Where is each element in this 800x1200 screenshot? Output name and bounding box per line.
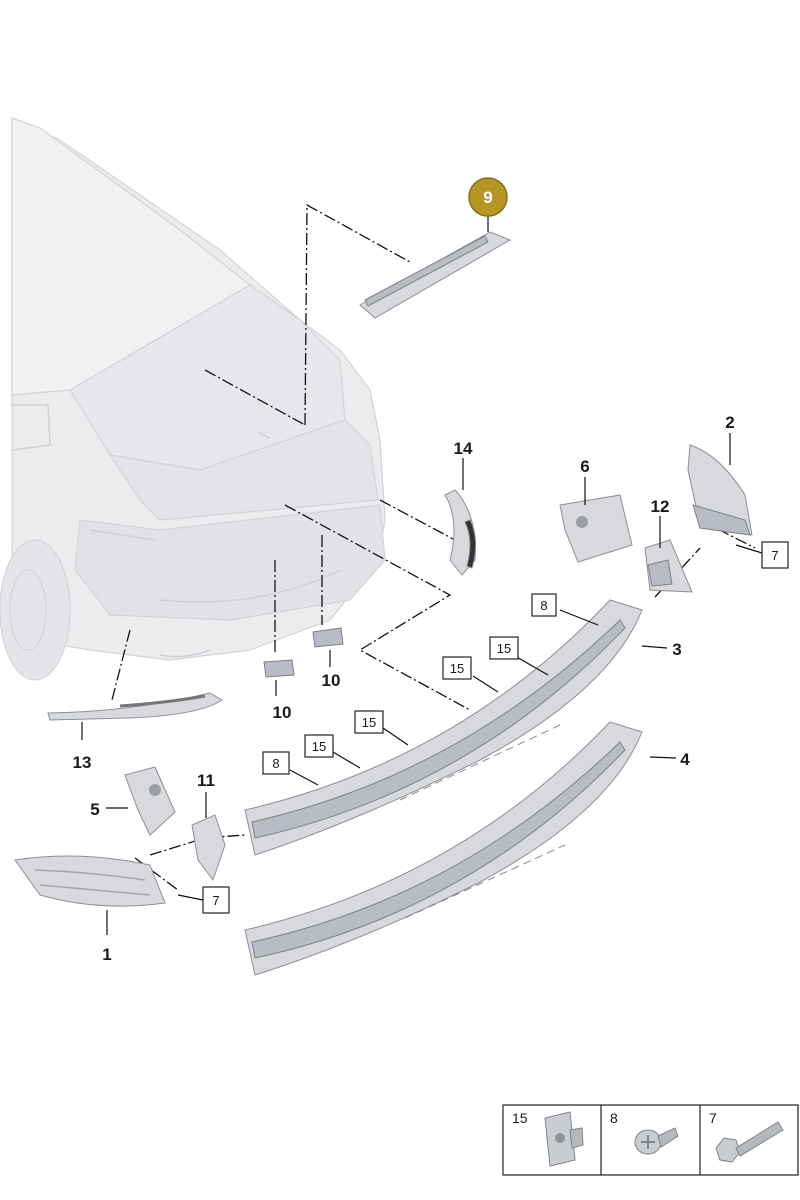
callout-13[interactable]: 13 (73, 753, 92, 772)
svg-text:8: 8 (272, 756, 279, 771)
callout-11[interactable]: 11 (197, 771, 215, 790)
svg-text:8: 8 (610, 1110, 618, 1126)
part-10-clip-left (263, 659, 295, 678)
callout-15-b[interactable]: 15 (442, 656, 472, 680)
callout-1[interactable]: 1 (102, 945, 111, 964)
hex-bolt-icon (715, 1121, 784, 1163)
callout-7-right[interactable]: 7 (761, 541, 789, 569)
svg-text:15: 15 (450, 661, 464, 676)
part-3-light-bar-upper (244, 599, 643, 856)
callout-14[interactable]: 14 (454, 439, 473, 458)
part-14-bracket (444, 489, 476, 576)
pan-head-screw-icon (634, 1127, 679, 1155)
legend-item-8[interactable]: 8 (610, 1110, 679, 1155)
part-10-clip-right (312, 627, 344, 648)
callout-4[interactable]: 4 (680, 750, 690, 769)
part-6-bracket (559, 494, 633, 563)
svg-text:15: 15 (312, 739, 326, 754)
callout-7-left[interactable]: 7 (202, 886, 230, 914)
callout-9-text: 9 (483, 188, 492, 207)
svg-text:15: 15 (497, 641, 511, 656)
part-2-tail-light-right (687, 444, 753, 536)
svg-text:15: 15 (362, 715, 376, 730)
part-11-bracket (191, 814, 226, 882)
fastener-legend: 15 8 7 (502, 1104, 799, 1176)
callout-5[interactable]: 5 (90, 800, 99, 819)
legend-item-15[interactable]: 15 (512, 1110, 584, 1167)
callout-6[interactable]: 6 (580, 457, 589, 476)
callout-15-d[interactable]: 15 (304, 734, 334, 758)
callout-10-left[interactable]: 10 (273, 703, 292, 722)
svg-text:7: 7 (771, 548, 778, 563)
callout-15-a[interactable]: 15 (489, 636, 519, 660)
callout-10-right[interactable]: 10 (322, 671, 341, 690)
svg-text:8: 8 (540, 598, 547, 613)
part-5-bracket (124, 766, 176, 836)
leader-lines (81, 214, 763, 935)
part-4-light-bar-lower (244, 721, 643, 976)
svg-text:7: 7 (212, 893, 219, 908)
callout-15-c[interactable]: 15 (354, 710, 384, 734)
callout-12[interactable]: 12 (651, 497, 670, 516)
part-12-housing (644, 539, 693, 593)
callout-3[interactable]: 3 (672, 640, 681, 659)
part-1-tail-light-left (14, 855, 166, 907)
clip-nut-icon (544, 1111, 584, 1167)
car-rear-illustration (0, 117, 386, 681)
callout-9-highlighted[interactable]: 9 (468, 177, 508, 217)
callout-8-lower[interactable]: 8 (262, 751, 290, 775)
part-13-reflector-strip (47, 692, 223, 721)
svg-text:15: 15 (512, 1110, 528, 1126)
part-9-light-strip (359, 231, 512, 319)
callout-2[interactable]: 2 (725, 413, 734, 432)
svg-text:7: 7 (709, 1110, 717, 1126)
callout-8-upper[interactable]: 8 (531, 593, 557, 617)
legend-item-7[interactable]: 7 (709, 1110, 784, 1163)
